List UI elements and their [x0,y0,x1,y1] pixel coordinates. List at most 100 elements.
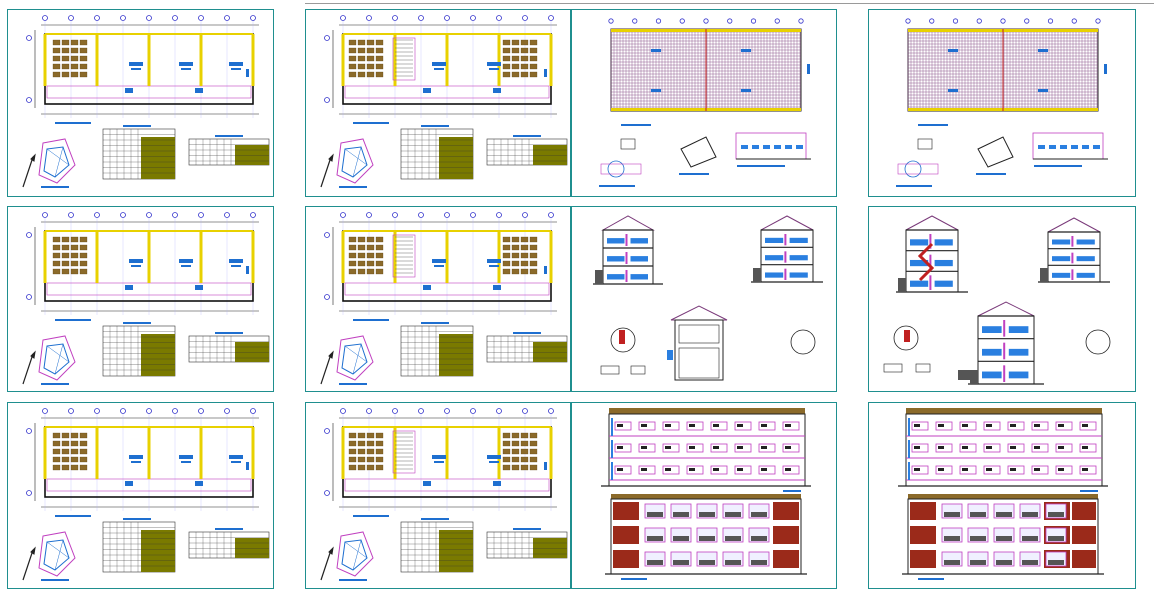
corner-glazing [908,418,910,436]
desk [348,268,357,275]
mini-window [785,145,792,149]
desk [79,244,88,251]
desk [366,236,375,243]
roof-fascia [609,408,805,414]
schedule-fill [439,530,473,572]
window-bay [1031,421,1049,431]
table-title [215,332,243,334]
section-marker [246,266,249,274]
axis-bubble [392,212,398,218]
room-tag [493,285,501,290]
balustrade [673,536,689,541]
column-wall [251,231,255,283]
balustrade [725,536,741,541]
desk [61,244,70,251]
axis-bubble [548,15,554,21]
window-label [665,468,671,471]
desk [366,464,375,471]
column-wall [445,34,449,86]
axis-bubble [224,408,230,414]
section-window [910,239,929,246]
section-window [982,348,1002,356]
desk [366,71,375,78]
column-wall [445,231,449,283]
desk [520,440,529,447]
section-roof [977,301,1035,317]
desk [61,456,70,463]
section-wall [929,275,932,290]
detail-box [600,365,620,375]
desk [52,55,61,62]
axis-bubble [250,212,256,218]
sheet-set-top-border [305,3,1154,4]
balustrade [996,512,1012,517]
desk [70,47,79,54]
site-line [46,148,70,166]
window-bay [662,443,680,453]
desk [502,63,511,70]
north-arrow [22,353,34,385]
section-wall [1071,236,1074,247]
roof-label [651,49,661,52]
facade-panel [773,550,799,568]
axis-bubble [548,408,554,414]
table-title [513,332,541,334]
sheet-roof-plan-b[interactable] [868,9,1136,197]
desk [61,252,70,259]
north-arrow [320,353,332,385]
window-label [689,446,695,449]
site-building [43,146,70,178]
site-boundary [38,138,76,184]
detail-marker [904,330,910,342]
desk [61,440,70,447]
desk [52,252,61,259]
schedule-fill [533,538,567,558]
detail-box [620,138,636,150]
desk [375,244,384,251]
column-wall [549,34,553,86]
desk [375,39,384,46]
desk [61,432,70,439]
section-window [1008,326,1029,333]
site-title [41,383,69,385]
section-wall [625,234,628,246]
window-label [914,468,920,471]
room-label [231,68,241,70]
desk [52,268,61,275]
axis-bubble [470,408,476,414]
window-bay [662,465,680,475]
section-wall [929,254,932,270]
section-window [982,326,1002,333]
sheet-floor-plan-level-1[interactable] [7,9,274,197]
balustrade [647,560,663,565]
axis-bubble [366,15,372,21]
section-wall [784,268,787,280]
axis-bubble [250,408,256,414]
desk [502,71,511,78]
sheet-floor-plan-level-2[interactable] [7,206,274,392]
column-wall [95,231,99,283]
desk [529,440,538,447]
column-wall [147,427,151,479]
desk [511,464,520,471]
desk [529,47,538,54]
elevation-outline [608,413,806,487]
desk [520,456,529,463]
site-line [352,343,362,375]
window-bay [959,443,977,453]
section-outline [674,319,724,381]
window-bay [959,465,977,475]
section-wall [784,251,787,263]
detail-box [630,365,646,375]
sheet-sections-a[interactable] [571,206,837,392]
window-label [641,424,647,427]
desk [366,252,375,259]
table-title [123,125,151,127]
window-label [737,424,743,427]
section-hatch [958,370,974,380]
desk [511,63,520,70]
site-boundary [336,335,374,381]
room-label [129,62,143,66]
axis-bubble [94,408,100,414]
